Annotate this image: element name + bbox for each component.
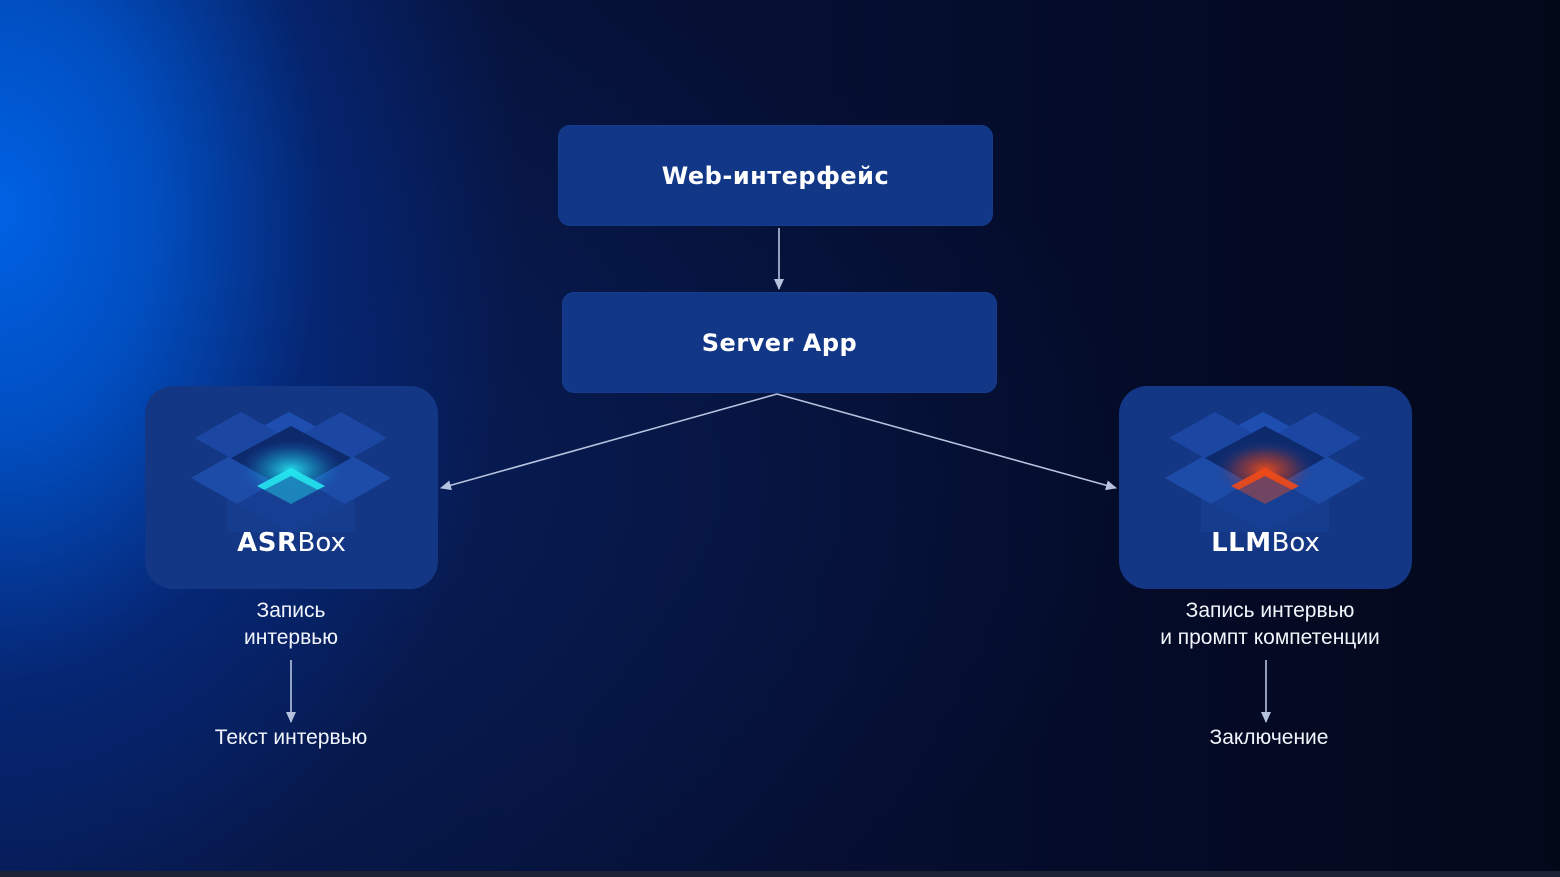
asr-input-caption: Запись интервью (141, 597, 441, 651)
llmbox-title-light: Box (1271, 528, 1320, 558)
web-interface-label: Web-интерфейс (661, 161, 890, 190)
asr-input-line-1: Запись (256, 599, 326, 622)
asrbox-title-strong: ASR (237, 528, 298, 558)
llmbox-logo-icon (1165, 412, 1365, 532)
web-interface-node: Web-интерфейс (558, 125, 993, 226)
server-app-label: Server App (701, 328, 858, 357)
asr-output-caption: Текст интервью (214, 726, 368, 749)
asrbox-logo-icon (191, 412, 391, 532)
llm-input-line-2: и промпт компетенции (1160, 626, 1380, 649)
llm-output-caption: Заключение (1209, 726, 1329, 749)
asr-input-line-2: интервью (244, 626, 338, 649)
llmbox-card: LLMBox (1119, 386, 1412, 589)
llmbox-title: LLMBox (1119, 526, 1412, 560)
arrow-server-to-llmbox (776, 393, 1117, 491)
asrbox-title: ASRBox (145, 526, 438, 560)
llm-input-line-1: Запись интервью (1185, 599, 1355, 622)
asrbox-card: ASRBox (145, 386, 438, 589)
arrow-server-to-asrbox (440, 393, 778, 491)
llmbox-title-strong: LLM (1211, 528, 1272, 558)
asrbox-title-light: Box (297, 528, 346, 558)
bottom-strip (0, 871, 1560, 877)
server-app-node: Server App (562, 292, 997, 393)
llm-input-caption: Запись интервью и промпт компетенции (1100, 597, 1440, 651)
